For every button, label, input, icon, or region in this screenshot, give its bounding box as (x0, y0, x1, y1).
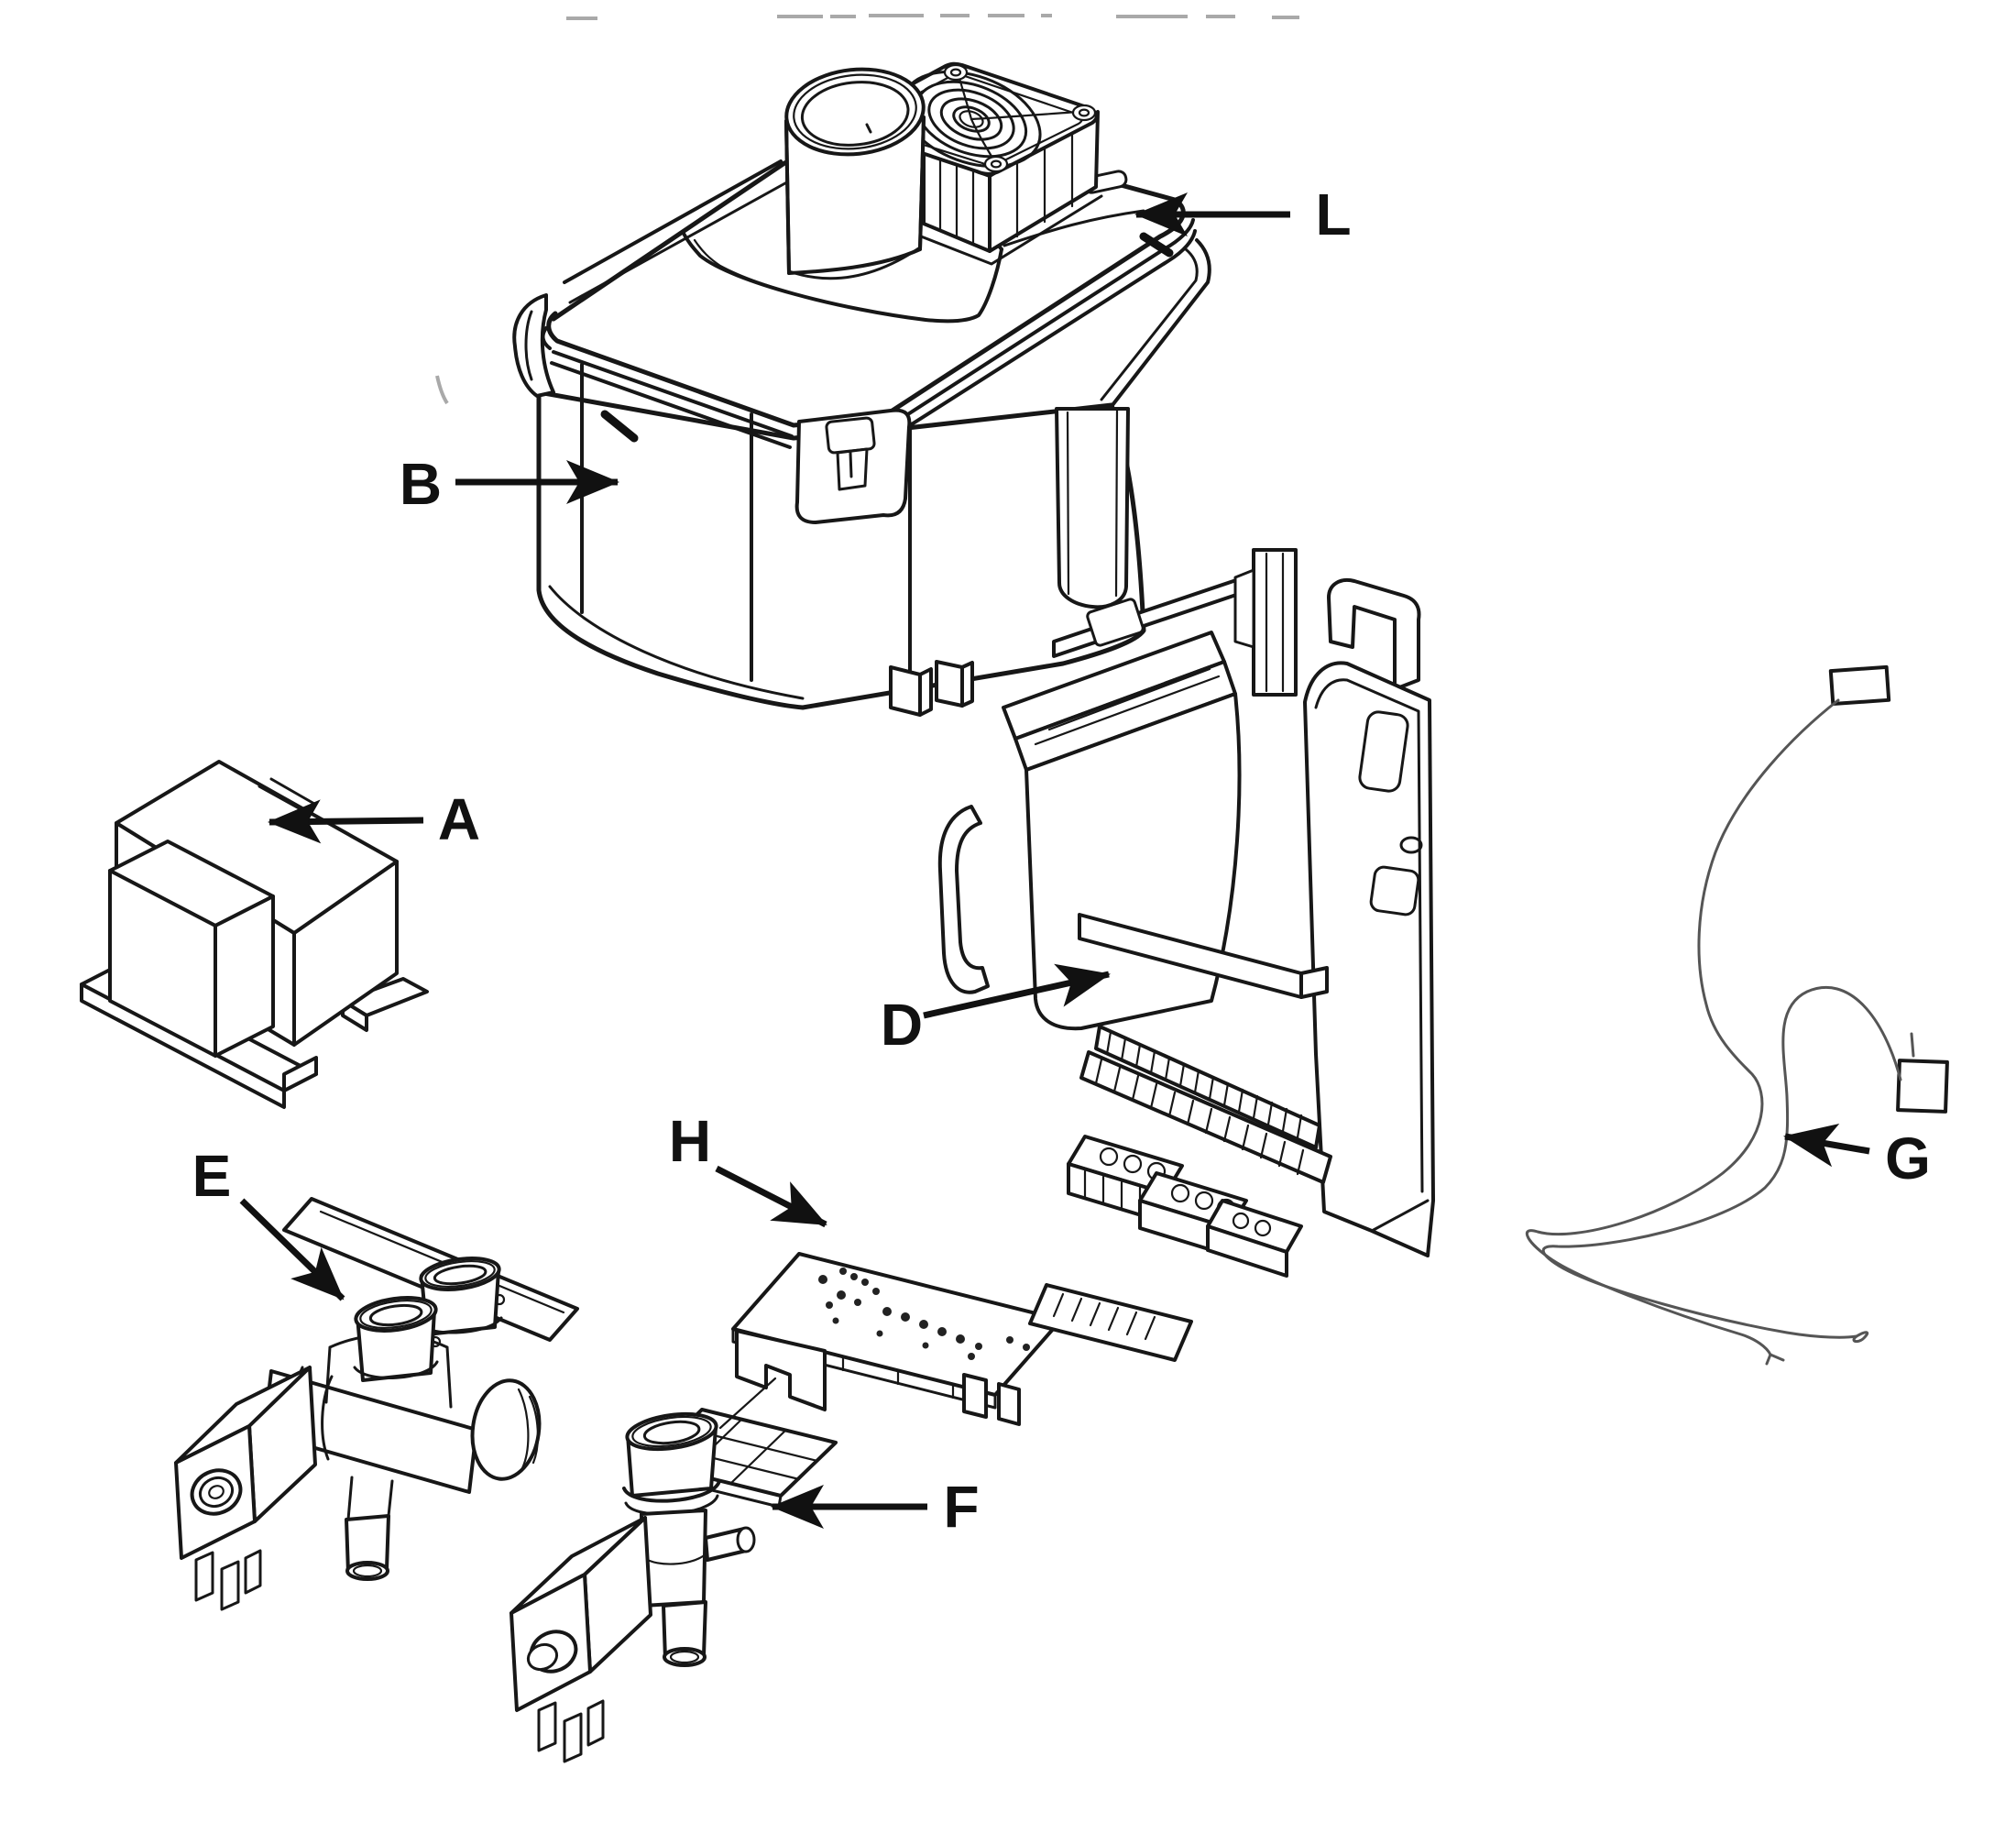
part-mounting-bracket (937, 548, 1435, 1278)
callout-A: A (268, 786, 480, 852)
part-transformer (80, 760, 429, 1109)
part-wire-leads (1525, 664, 1949, 1366)
callout-H: H (669, 1108, 827, 1228)
scan-artifact-dashes (435, 14, 1299, 405)
callout-letter: F (943, 1474, 979, 1540)
callout-letter: L (1315, 181, 1351, 247)
valve-port (353, 1296, 439, 1382)
terminal-blocks (1067, 1135, 1303, 1278)
callout-B: B (400, 451, 619, 517)
part-single-solenoid-valve (509, 1377, 838, 1763)
callout-letter: A (438, 786, 480, 852)
callouts: L B A D G E H F (192, 181, 1931, 1540)
callout-F: F (771, 1474, 980, 1540)
callout-D: D (881, 963, 1111, 1058)
tank-spout (784, 67, 926, 280)
solenoid-coil (509, 1516, 652, 1763)
solenoid-coil (174, 1366, 317, 1611)
callout-letter: G (1885, 1125, 1931, 1191)
fan-screw-holes (943, 63, 1097, 173)
callout-letter: E (192, 1143, 232, 1209)
callout-E: E (192, 1143, 345, 1301)
part-control-pcb (731, 1252, 1193, 1426)
callout-letter: H (669, 1108, 711, 1174)
callout-letter: B (400, 451, 442, 517)
pcb-solder-dots (818, 1268, 1030, 1360)
terminal-pin-hatch (1105, 1030, 1303, 1139)
callout-letter: D (881, 992, 923, 1058)
callout-L: L (1134, 181, 1352, 247)
callout-G: G (1783, 1123, 1931, 1191)
part-double-solenoid-valve (174, 1197, 579, 1611)
